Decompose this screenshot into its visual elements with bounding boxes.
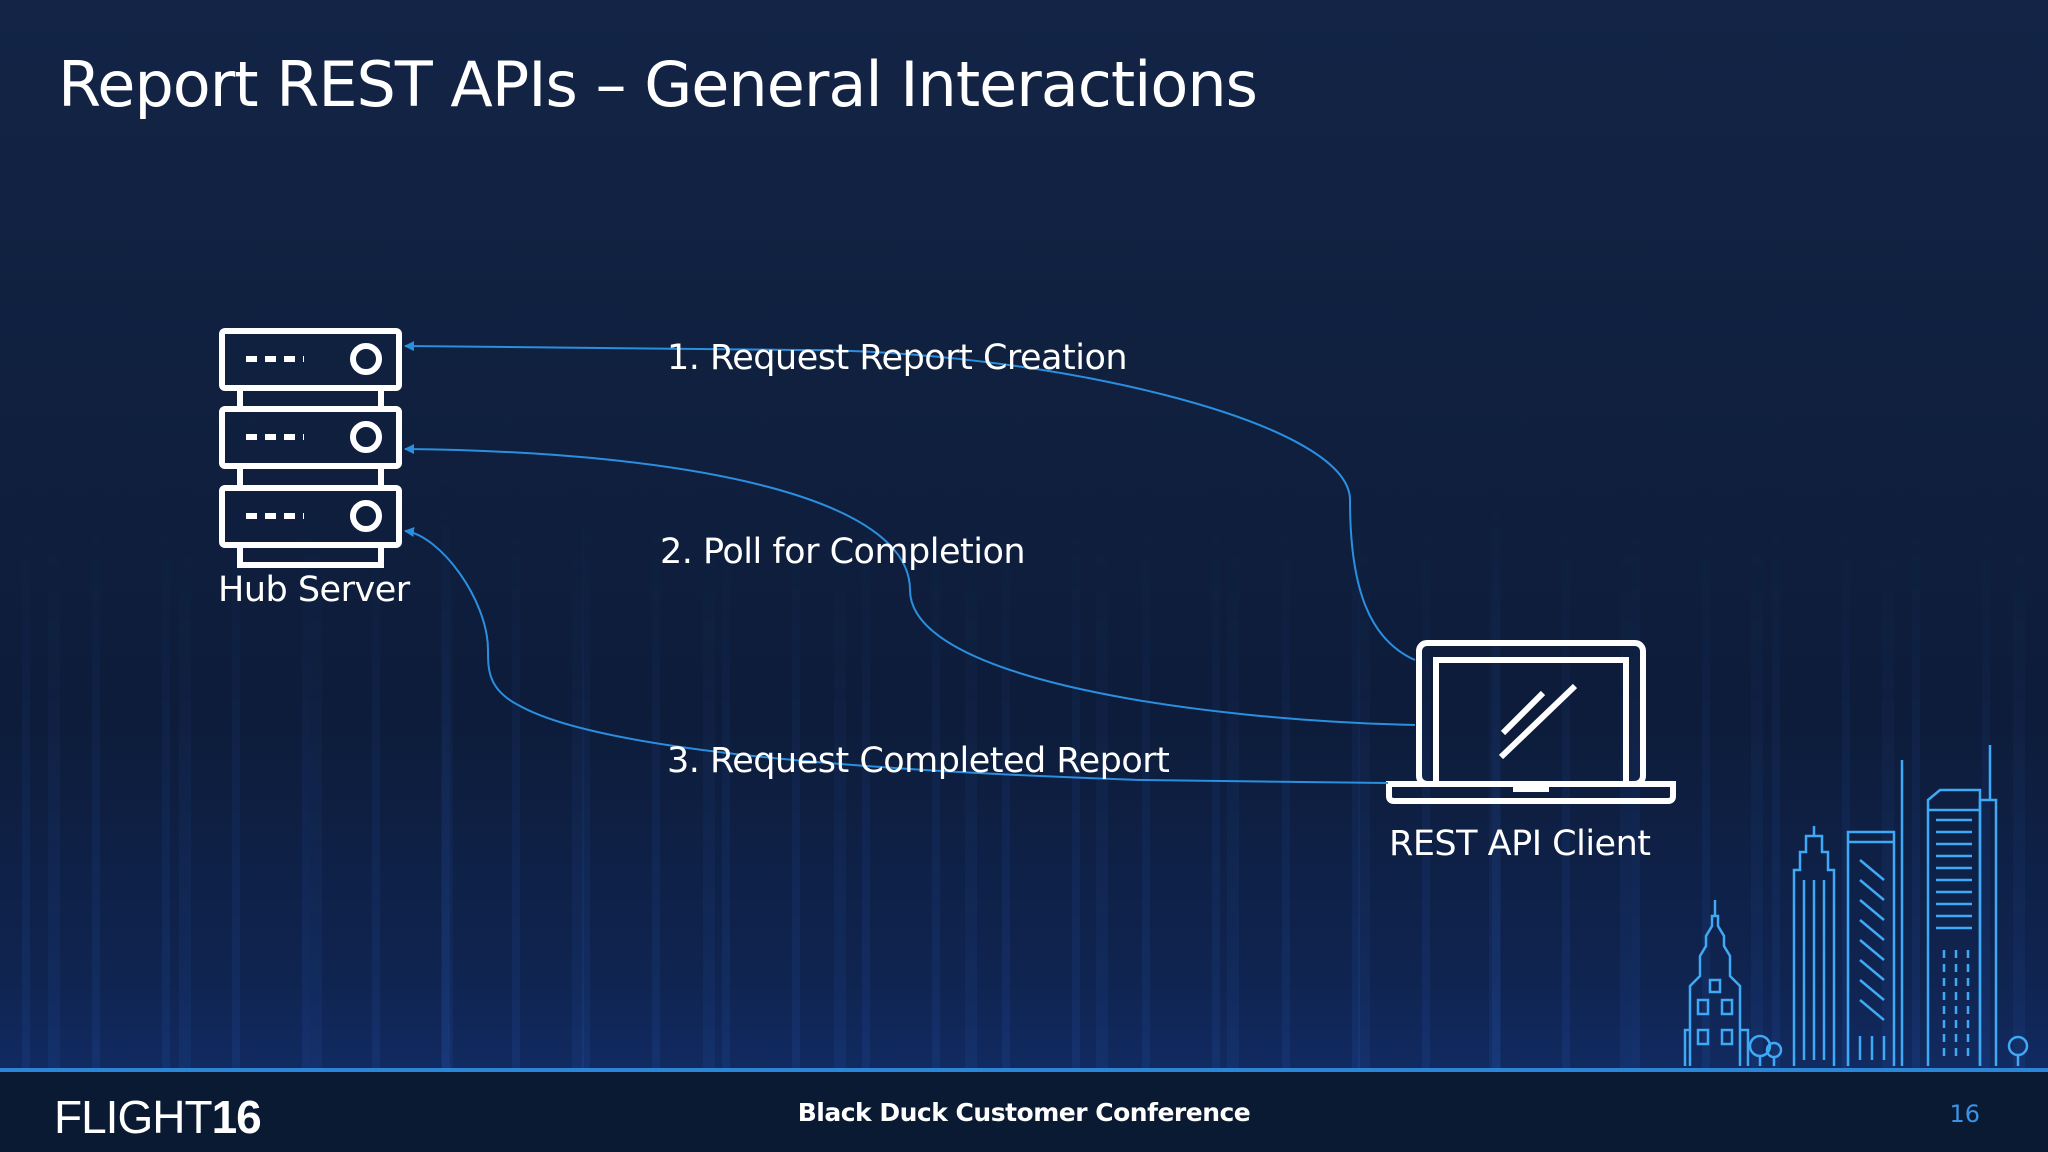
page-number: 16 [1949, 1100, 1980, 1128]
footer: FLIGHT16 Black Duck Customer Conference … [0, 1068, 2048, 1152]
hub-server-label: Hub Server [218, 570, 410, 610]
server-stack-icon [219, 328, 402, 568]
connectors [404, 341, 1416, 784]
rest-api-client-label: REST API Client [1389, 824, 1651, 864]
connector-step-2 [404, 444, 1416, 726]
connector-step-3 [404, 527, 1389, 784]
logo-text: FLIGHT [54, 1091, 213, 1143]
laptop-icon [1386, 640, 1676, 804]
flight16-logo: FLIGHT16 [54, 1090, 262, 1144]
conference-name: Black Duck Customer Conference [797, 1098, 1251, 1127]
connector-step-1 [404, 341, 1416, 661]
logo-number: 16 [211, 1091, 262, 1143]
step-label-3: 3. Request Completed Report [667, 741, 1170, 781]
step-label-1: 1. Request Report Creation [667, 338, 1128, 378]
step-label-2: 2. Poll for Completion [660, 532, 1026, 572]
slide-title: Report REST APIs – General Interactions [58, 48, 1258, 121]
skyline-illustration [1683, 745, 2029, 1066]
